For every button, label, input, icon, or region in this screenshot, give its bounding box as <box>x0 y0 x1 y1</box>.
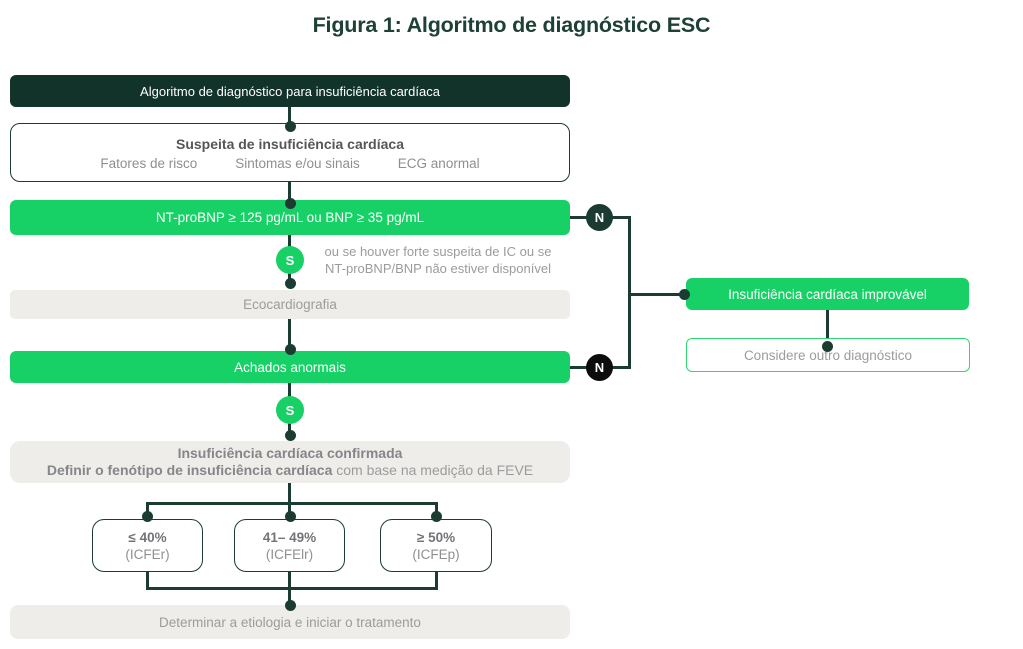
connector-line <box>611 365 630 369</box>
connector-line <box>146 502 149 518</box>
yes-badge: S <box>276 396 304 424</box>
node-abnormal-findings: Achados anormais <box>10 351 570 383</box>
node-natriuretic-label: NT-proBNP ≥ 125 pg/mL ou BNP ≥ 35 pg/mL <box>155 210 425 225</box>
natriuretic-note: ou se houver forte suspeita de IC ou se … <box>312 244 564 277</box>
phenotype-label: (ICFEr) <box>125 546 170 562</box>
junction-dot <box>284 599 296 611</box>
node-phenotype-icfelr: 41– 49% (ICFElr) <box>234 519 345 572</box>
connector-line <box>287 587 291 605</box>
natriuretic-note-line2: NT-proBNP/BNP não estiver disponível <box>325 260 551 276</box>
connector-line <box>630 292 686 296</box>
node-hf-unlikely-label: Insuficiência cardíaca improvável <box>728 286 927 302</box>
connector-line <box>434 572 438 590</box>
node-treatment: Determinar a etiologia e iniciar o trata… <box>10 605 570 639</box>
connector-line <box>287 318 291 351</box>
connector-line <box>146 572 149 590</box>
node-abnormal-findings-label: Achados anormais <box>234 359 346 375</box>
factor-risk: Fatores de risco <box>100 156 198 171</box>
connector-line <box>825 310 829 346</box>
node-hf-confirmed-title: Insuficiência cardíaca confirmada <box>177 445 403 461</box>
node-treatment-label: Determinar a etiologia e iniciar o trata… <box>159 614 421 630</box>
factor-symptoms: Sintomas e/ou sinais <box>235 156 360 171</box>
node-phenotype-icfer: ≤ 40% (ICFEr) <box>92 519 203 572</box>
no-badge-label: N <box>594 210 605 225</box>
connector-line <box>146 502 437 505</box>
connector-line <box>287 421 291 437</box>
connector-line <box>570 365 587 369</box>
natriuretic-note-line1: ou se houver forte suspeita de IC ou se <box>324 244 552 259</box>
phenotype-value: 41– 49% <box>262 529 317 545</box>
no-badge: N <box>586 204 613 231</box>
junction-dot <box>284 277 296 289</box>
node-hf-confirmed-subtitle-bold: Definir o fenótipo de insuficiência card… <box>46 462 333 478</box>
connector-line <box>287 381 291 397</box>
node-algorithm-header-label: Algoritmo de diagnóstico para insuficiên… <box>140 83 440 99</box>
node-algorithm-header: Algoritmo de diagnóstico para insuficiên… <box>10 75 570 107</box>
junction-dot <box>284 510 296 522</box>
node-echocardiography-label: Ecocardiografia <box>243 297 337 312</box>
junction-dot <box>284 429 296 441</box>
node-phenotype-icfep: ≥ 50% (ICFEp) <box>380 519 492 572</box>
connector-line <box>287 182 291 201</box>
factor-ecg: ECG anormal <box>397 156 480 171</box>
connector-line <box>146 587 437 590</box>
junction-dot <box>284 343 296 355</box>
phenotype-label: (ICFEp) <box>412 546 460 562</box>
yes-badge-label: S <box>285 402 295 418</box>
junction-dot <box>821 340 833 352</box>
yes-badge-label: S <box>285 252 295 268</box>
connector-line <box>434 502 438 518</box>
figure-title: Figura 1: Algoritmo de diagnóstico ESC <box>312 13 711 37</box>
node-hf-confirmed: Insuficiência cardíaca confirmada Defini… <box>10 441 570 483</box>
node-consider-other-diagnosis-label: Considere outro diagnóstico <box>743 347 913 363</box>
junction-dot <box>284 197 296 209</box>
phenotype-value: ≥ 50% <box>416 529 456 545</box>
node-suspicion-factors: Fatores de risco Sintomas e/ou sinais EC… <box>100 156 479 171</box>
connector-line <box>287 483 291 504</box>
connector-line <box>287 572 291 590</box>
phenotype-label: (ICFElr) <box>265 546 314 562</box>
no-badge: N <box>586 354 613 381</box>
junction-dot <box>430 510 442 522</box>
junction-dot <box>678 288 690 300</box>
junction-dot <box>284 120 296 132</box>
yes-badge: S <box>276 246 304 274</box>
node-echocardiography: Ecocardiografia <box>10 290 570 319</box>
no-badge-label: N <box>594 360 605 375</box>
connector-line <box>287 502 291 518</box>
connector-line <box>611 215 631 219</box>
connector-line <box>570 215 587 219</box>
connector-line <box>287 107 291 124</box>
node-suspicion: Suspeita de insuficiência cardíaca Fator… <box>10 123 570 182</box>
node-suspicion-title: Suspeita de insuficiência cardíaca <box>176 136 404 152</box>
connector-line <box>287 235 291 247</box>
node-hf-confirmed-subtitle-rest: com base na medição da FEVE <box>332 462 534 478</box>
phenotype-value: ≤ 40% <box>128 529 167 545</box>
node-hf-confirmed-subtitle: Definir o fenótipo de insuficiência card… <box>47 462 533 479</box>
connector-line <box>628 215 631 369</box>
node-hf-unlikely: Insuficiência cardíaca improvável <box>686 278 969 310</box>
junction-dot <box>142 510 153 522</box>
